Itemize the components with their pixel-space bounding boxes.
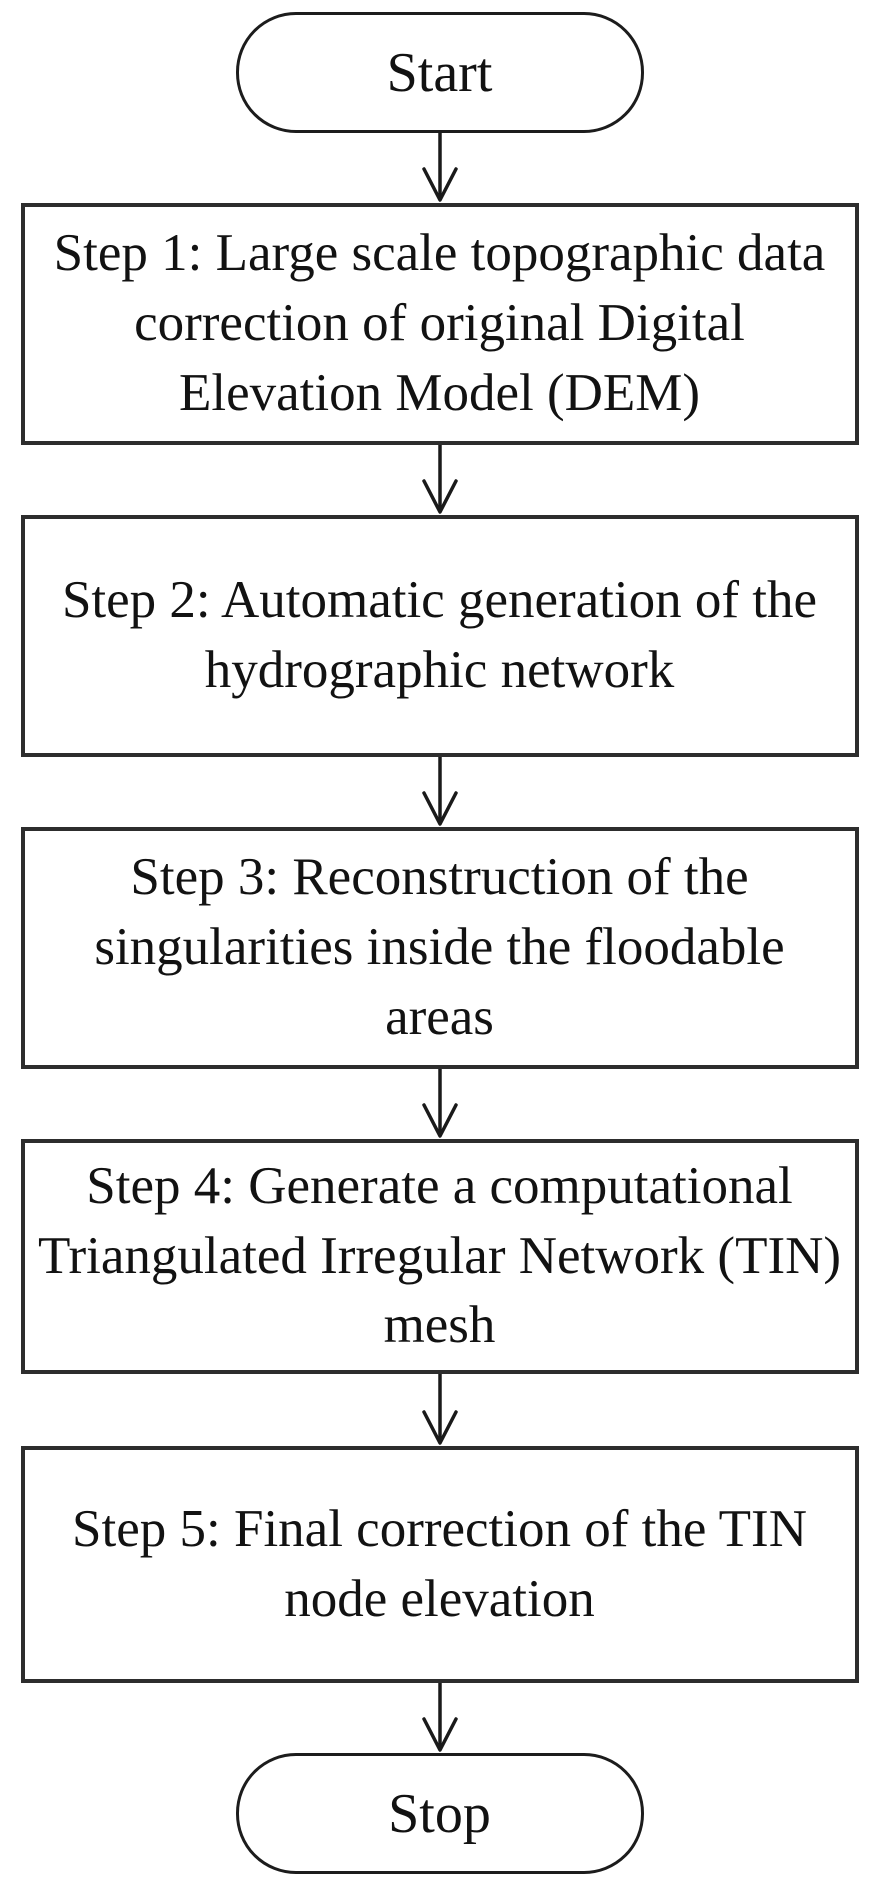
step-1-label: Step 1: Large scale topographic data cor… (53, 224, 826, 422)
process-box-step-1: Step 1: Large scale topographic data cor… (20, 203, 859, 445)
start-label: Start (386, 41, 493, 104)
start-terminal-node: Start (235, 12, 644, 133)
process-box-step-5: Step 5: Final correction of the TIN node… (20, 1446, 859, 1683)
flow-arrow-icon (421, 1683, 458, 1752)
flow-arrow-icon (421, 445, 458, 514)
step-2-label: Step 2: Automatic generation of the hydr… (61, 571, 818, 699)
stop-label: Stop (388, 1782, 491, 1845)
flow-arrow-icon (421, 1069, 458, 1138)
flow-arrow-icon (421, 757, 458, 826)
process-box-step-4: Step 4: Generate a computational Triangu… (20, 1139, 859, 1374)
step-3-label: Step 3: Reconstruction of the singularit… (94, 848, 785, 1046)
process-box-step-2: Step 2: Automatic generation of the hydr… (20, 515, 859, 757)
stop-terminal-node: Stop (235, 1753, 644, 1874)
flow-arrow-icon (421, 1374, 458, 1445)
step-5-label: Step 5: Final correction of the TIN node… (72, 1499, 807, 1628)
step-4-label: Step 4: Generate a computational Triangu… (37, 1156, 842, 1355)
process-box-step-3: Step 3: Reconstruction of the singularit… (20, 827, 859, 1069)
flow-arrow-icon (421, 133, 458, 202)
